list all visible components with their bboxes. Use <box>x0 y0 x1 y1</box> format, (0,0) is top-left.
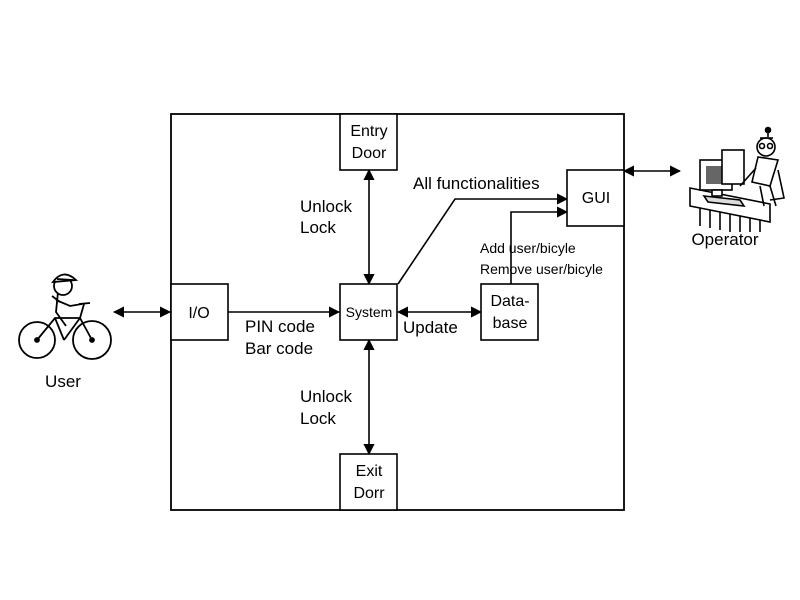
exit-unlock-label: Unlock <box>300 387 352 406</box>
entry-lock-label: Lock <box>300 218 336 237</box>
svg-text:Dorr: Dorr <box>353 485 385 502</box>
io-box: I/O <box>170 283 229 341</box>
remove-user-label: Remove user/bicyle <box>480 261 603 277</box>
exit-door-box: Exit Dorr <box>339 453 398 511</box>
svg-text:I/O: I/O <box>188 305 209 322</box>
add-user-label: Add user/bicyle <box>480 240 576 256</box>
exit-lock-label: Lock <box>300 409 336 428</box>
operator-label: Operator <box>691 230 758 249</box>
update-label: Update <box>403 318 458 337</box>
svg-text:Door: Door <box>352 145 387 162</box>
entry-door-box: Entry Door <box>339 113 398 171</box>
bar-code-label: Bar code <box>245 339 313 358</box>
svg-text:GUI: GUI <box>582 190 610 207</box>
svg-text:System: System <box>346 304 393 320</box>
svg-text:Exit: Exit <box>356 463 383 480</box>
cyclist-icon <box>18 273 112 360</box>
svg-text:Entry: Entry <box>350 123 387 140</box>
entry-unlock-label: Unlock <box>300 197 352 216</box>
system-gui-arrow <box>397 193 569 285</box>
gui-box: GUI <box>566 169 625 227</box>
svg-text:Data-: Data- <box>490 293 529 310</box>
operator-at-computer-icon <box>689 126 785 232</box>
user-label: User <box>45 372 81 391</box>
database-gui-arrow <box>510 206 569 284</box>
all-functionalities-label: All functionalities <box>413 174 540 193</box>
pin-code-label: PIN code <box>245 317 315 336</box>
system-box: System <box>339 283 398 341</box>
svg-text:base: base <box>493 315 528 332</box>
database-box: Data- base <box>480 283 539 341</box>
